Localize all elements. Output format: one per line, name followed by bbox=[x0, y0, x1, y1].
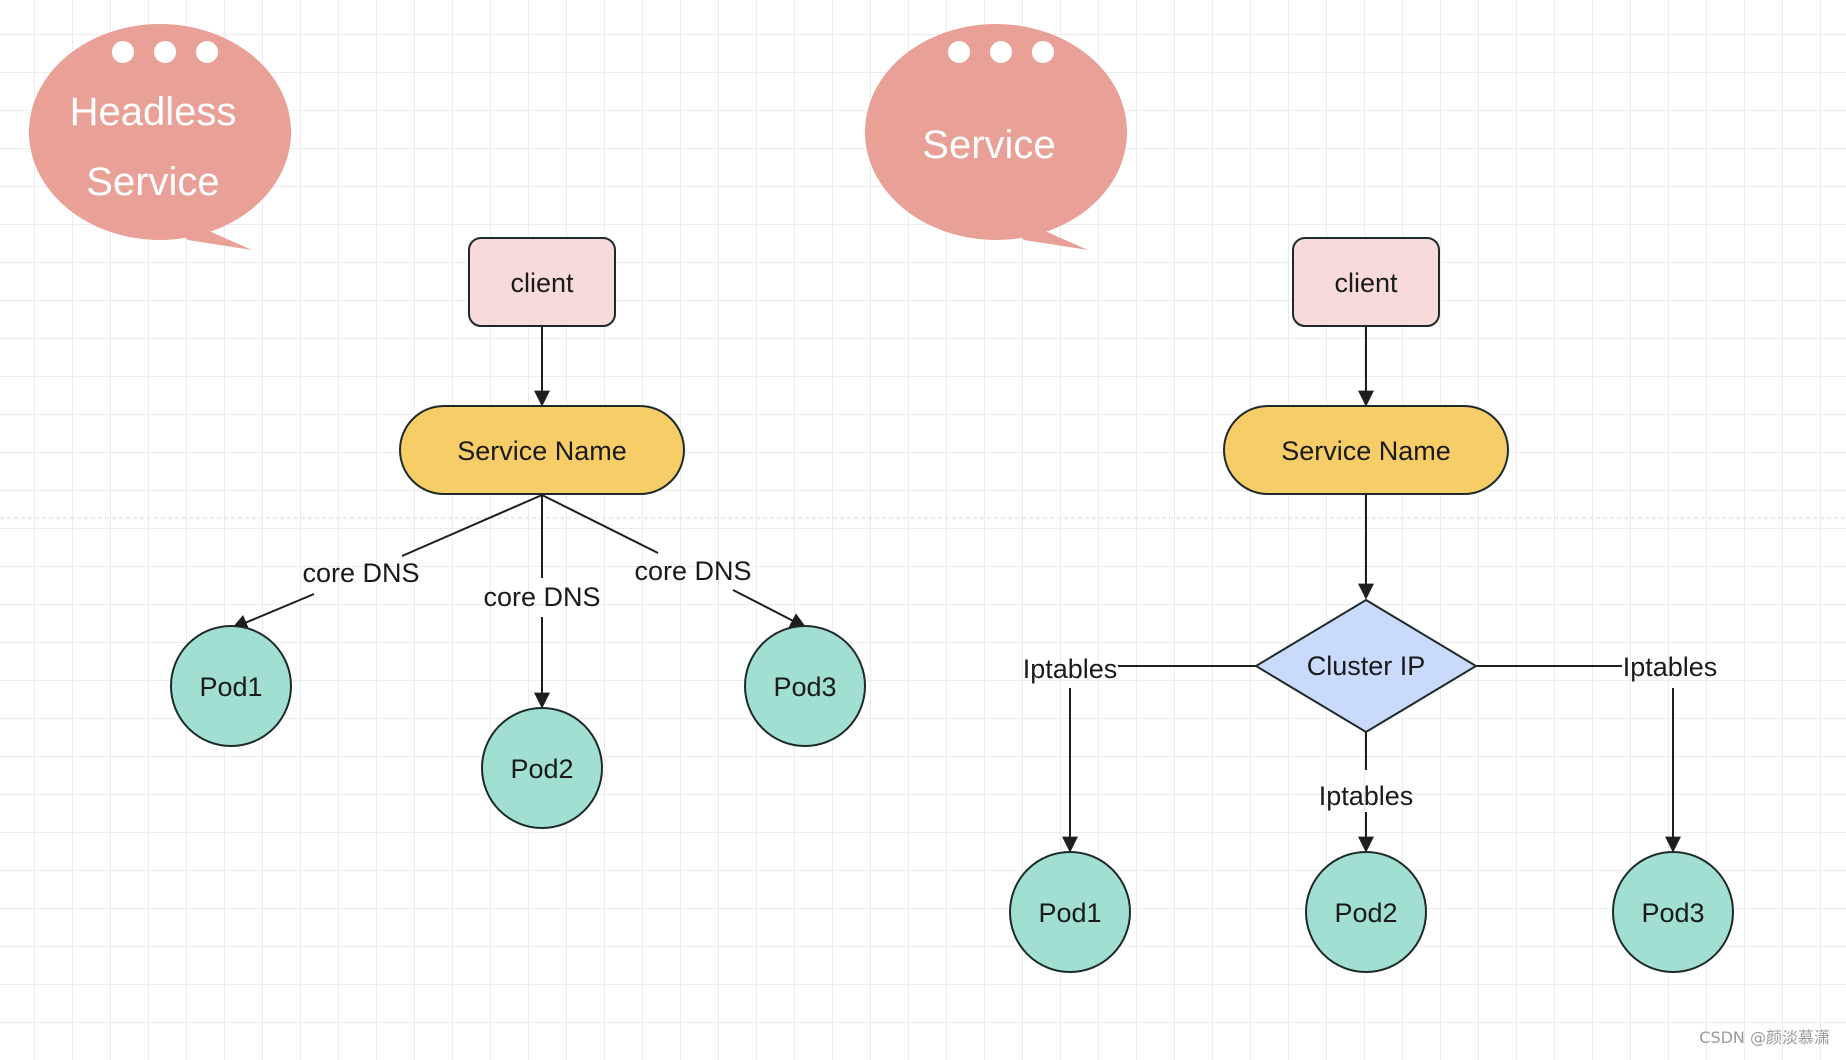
client-node[interactable]: client bbox=[1292, 237, 1440, 327]
cluster-ip-label: Cluster IP bbox=[1307, 651, 1426, 681]
watermark: CSDN @颜淡慕潇 bbox=[1699, 1028, 1830, 1047]
pod2-circle bbox=[1305, 851, 1427, 973]
service-bubble[interactable]: Service bbox=[865, 24, 1127, 250]
edge-to-pod1-lower bbox=[231, 593, 315, 630]
pod2-label: Pod2 bbox=[1334, 898, 1397, 928]
headless-bubble-line1: Headless bbox=[70, 90, 237, 134]
headless-bubble-line2: Service bbox=[86, 160, 219, 204]
pod3-label: Pod3 bbox=[773, 672, 836, 702]
bubble-dot bbox=[1032, 41, 1054, 63]
bubble-dot bbox=[990, 41, 1012, 63]
service-name-pill bbox=[399, 405, 685, 495]
headless-diagram: core DNS core DNS core DNS client Servic… bbox=[170, 237, 866, 829]
pod2-circle bbox=[481, 707, 603, 829]
pod1-node[interactable]: Pod1 bbox=[1009, 851, 1131, 973]
headless-service-bubble[interactable]: Headless Service bbox=[29, 24, 291, 250]
bubble-dot bbox=[948, 41, 970, 63]
service-bubble-body bbox=[865, 24, 1127, 240]
service-bubble-label: Service bbox=[922, 123, 1055, 167]
client-label: client bbox=[510, 268, 574, 298]
cluster-ip-diamond bbox=[1254, 598, 1478, 734]
client-box bbox=[1292, 237, 1440, 327]
client-label: client bbox=[1334, 268, 1398, 298]
bubble-dot bbox=[196, 41, 218, 63]
edge-label-core-dns-1: core DNS bbox=[302, 558, 419, 588]
service-name-node[interactable]: Service Name bbox=[399, 405, 685, 495]
service-name-pill bbox=[1223, 405, 1509, 495]
edge-label-core-dns-3: core DNS bbox=[634, 556, 751, 586]
pod3-node[interactable]: Pod3 bbox=[744, 625, 866, 747]
edge-label-iptables-1: Iptables bbox=[1023, 654, 1118, 684]
service-diagram: Iptables Iptables Iptables client Servic… bbox=[1009, 237, 1734, 973]
pod2-label: Pod2 bbox=[510, 754, 573, 784]
pod1-circle bbox=[1009, 851, 1131, 973]
service-name-label: Service Name bbox=[457, 436, 627, 466]
service-name-label: Service Name bbox=[1281, 436, 1451, 466]
client-box bbox=[468, 237, 616, 327]
pod3-circle bbox=[1612, 851, 1734, 973]
cluster-ip-node[interactable]: Cluster IP bbox=[1254, 598, 1478, 734]
edge-to-pod3-upper bbox=[541, 494, 659, 554]
pod3-label: Pod3 bbox=[1641, 898, 1704, 928]
pod1-label: Pod1 bbox=[199, 672, 262, 702]
edge-label-iptables-3: Iptables bbox=[1623, 652, 1718, 682]
pod1-circle bbox=[170, 625, 292, 747]
pod1-node[interactable]: Pod1 bbox=[170, 625, 292, 747]
headless-bubble-body bbox=[29, 24, 291, 240]
client-node[interactable]: client bbox=[468, 237, 616, 327]
edge-to-pod3-lower bbox=[732, 589, 807, 628]
edge-to-pod1-upper bbox=[401, 494, 543, 557]
edge-label-core-dns-2: core DNS bbox=[483, 582, 600, 612]
edge-label-iptables-2: Iptables bbox=[1319, 781, 1414, 811]
bubble-dot bbox=[112, 41, 134, 63]
service-name-node[interactable]: Service Name bbox=[1223, 405, 1509, 495]
pod2-node[interactable]: Pod2 bbox=[481, 707, 603, 829]
pod1-label: Pod1 bbox=[1038, 898, 1101, 928]
pod2-node[interactable]: Pod2 bbox=[1305, 851, 1427, 973]
pod3-node[interactable]: Pod3 bbox=[1612, 851, 1734, 973]
bubble-dot bbox=[154, 41, 176, 63]
pod3-circle bbox=[744, 625, 866, 747]
